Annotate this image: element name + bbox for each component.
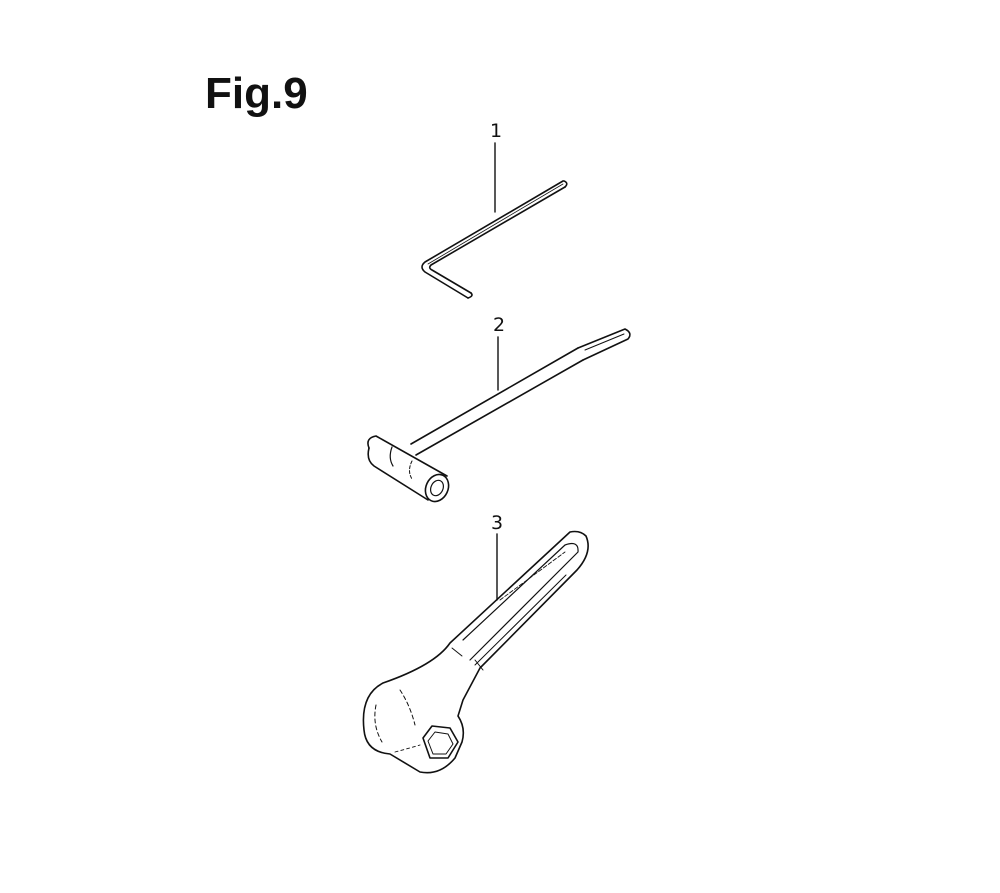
callout-number-3: 3 — [491, 512, 504, 534]
spark-plug-wrench-icon — [367, 328, 631, 503]
hex-key-icon — [421, 180, 568, 299]
callout-number-1: 1 — [490, 120, 503, 142]
combination-wrench-icon — [362, 530, 589, 774]
callout-number-2: 2 — [493, 314, 506, 336]
figure-title: Fig.9 — [205, 69, 308, 118]
